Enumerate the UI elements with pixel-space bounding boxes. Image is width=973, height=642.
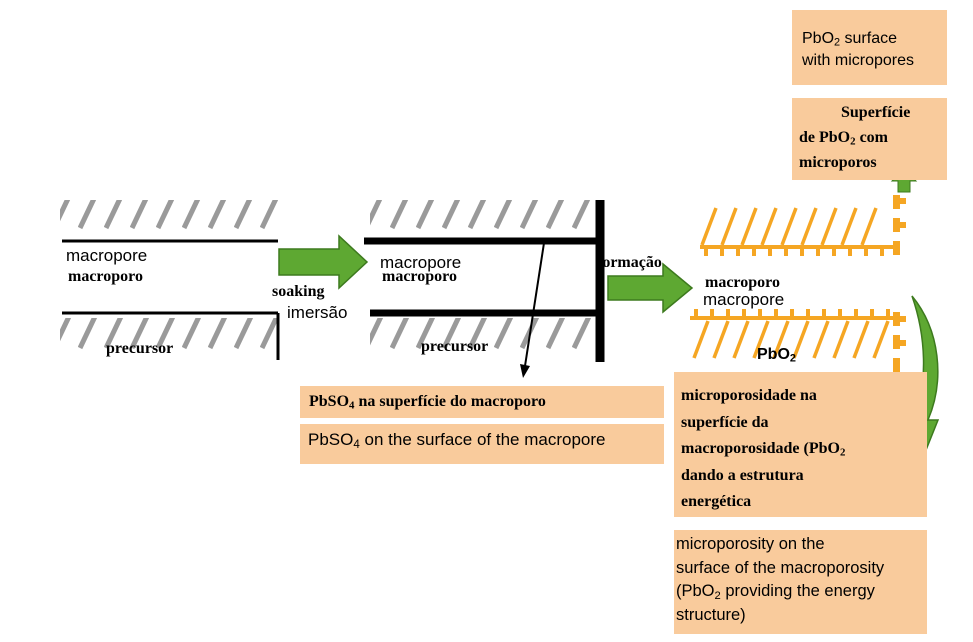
pbso4-box-en: PbSO4 on the surface of the macropore xyxy=(300,424,664,464)
surface-box-pt: Superfície de PbO2 com microporos xyxy=(792,98,947,180)
micro-pt-line2: superfície da xyxy=(681,413,769,431)
stage2-precursor: precursor xyxy=(421,338,489,355)
stage1-macropore-pt: macroporo xyxy=(68,268,143,285)
pbo2-end-wall xyxy=(893,195,906,372)
stage2-upper-hatch xyxy=(370,200,598,238)
micro-box-en: microporosity on the surface of the macr… xyxy=(674,530,927,634)
stage3-macropore-en: macropore xyxy=(703,290,785,309)
stage1-upper-hatch xyxy=(60,200,278,240)
surface-pt-line2: de PbO2 com xyxy=(799,129,888,148)
stage2-lower-hatch xyxy=(370,318,598,360)
micro-pt-line4: dando a estrutura xyxy=(681,466,804,484)
surface-pt-line3: microporos xyxy=(799,154,877,171)
micro-pt-line3: macroporosidade (PbO2 xyxy=(681,440,846,459)
surface-box-en: PbO2 surface with micropores xyxy=(792,10,947,85)
micro-box-pt: microporosidade na superfície da macropo… xyxy=(674,372,927,517)
imersao-label: imersão xyxy=(287,303,348,322)
micro-pt-line1: microporosidade na xyxy=(681,387,817,404)
micro-en-line4: structure) xyxy=(676,605,746,624)
surface-en-line1: PbO2 surface xyxy=(802,30,897,49)
pbso4-pointer-line xyxy=(524,242,545,367)
stage1-precursor: precursor xyxy=(106,340,174,357)
stage1-macropore-en: macropore xyxy=(66,246,148,265)
micro-en-line1: microporosity on the xyxy=(676,535,825,553)
surface-en-line2: with micropores xyxy=(802,52,915,69)
micro-en-line2: surface of the macroporosity xyxy=(676,558,885,577)
micro-en-line3: (PbO2 providing the energy xyxy=(676,582,875,602)
surface-pt-line1: Superfície xyxy=(841,104,911,121)
micro-pt-line5: energética xyxy=(681,493,752,510)
stage2-macropore-pt: macroporo xyxy=(382,268,457,285)
pbo2-lower-layer xyxy=(690,309,895,359)
pbso4-pointer-arrowhead xyxy=(520,364,530,378)
pbso4-box-pt: PbSO4 na superfície do macroporo xyxy=(300,386,664,418)
soaking-arrow xyxy=(278,234,369,290)
formation-arrow xyxy=(607,262,694,314)
stage1-lower-hatch xyxy=(60,318,278,360)
pbo2-label: PbO2 xyxy=(757,346,796,365)
formacao-label: formação xyxy=(597,254,662,271)
stage3-macropore-pt: macroporo xyxy=(705,274,780,291)
pbo2-upper-layer xyxy=(700,207,895,256)
soaking-label: soaking xyxy=(272,283,325,300)
stage2-macropore-en: macropore xyxy=(380,253,462,272)
